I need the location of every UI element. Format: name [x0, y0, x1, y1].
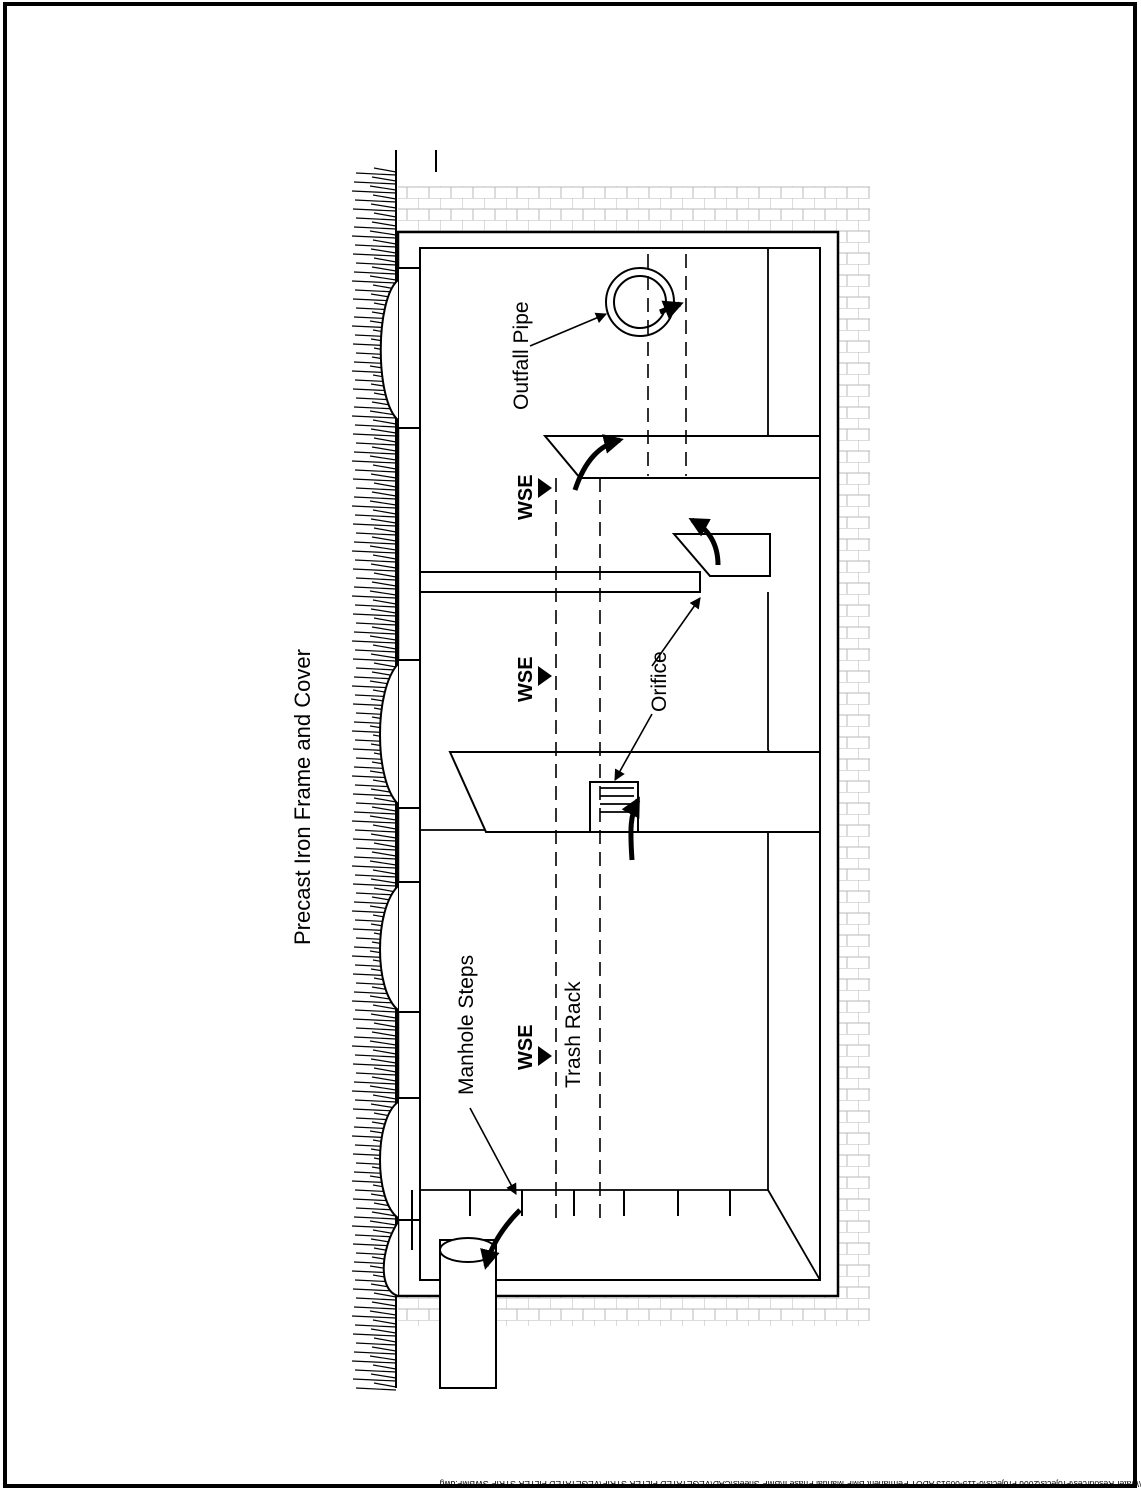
label-manhole-steps: Manhole Steps [455, 955, 478, 1095]
label-outfall-pipe: Outfall Pipe [510, 301, 533, 410]
label-frame-cover: Precast Iron Frame and Cover [290, 649, 315, 945]
water-surface-lines [555, 254, 687, 1218]
flow-arrows [480, 300, 721, 1270]
sheet-border [3, 2, 1137, 1488]
label-wse-1: WSE [515, 1024, 537, 1070]
baffle-walls [419, 435, 821, 833]
wse-triangle-2 [538, 666, 552, 686]
manhole-steps [411, 1190, 731, 1250]
label-wse-2: WSE [515, 656, 537, 702]
wse-markers [538, 478, 552, 1066]
file-path-stamp: G:\Water Resources\Projects\2006 Project… [439, 1479, 1141, 1489]
wse-triangle-1 [538, 1046, 552, 1066]
label-trash-rack: Trash Rack [562, 981, 585, 1088]
label-wse-3: WSE [515, 474, 537, 520]
leader-lines [469, 312, 701, 1195]
label-orifice: Orifice [648, 651, 671, 712]
wse-triangle-3 [538, 478, 552, 498]
manhole-frames-and-covers [379, 267, 421, 1297]
